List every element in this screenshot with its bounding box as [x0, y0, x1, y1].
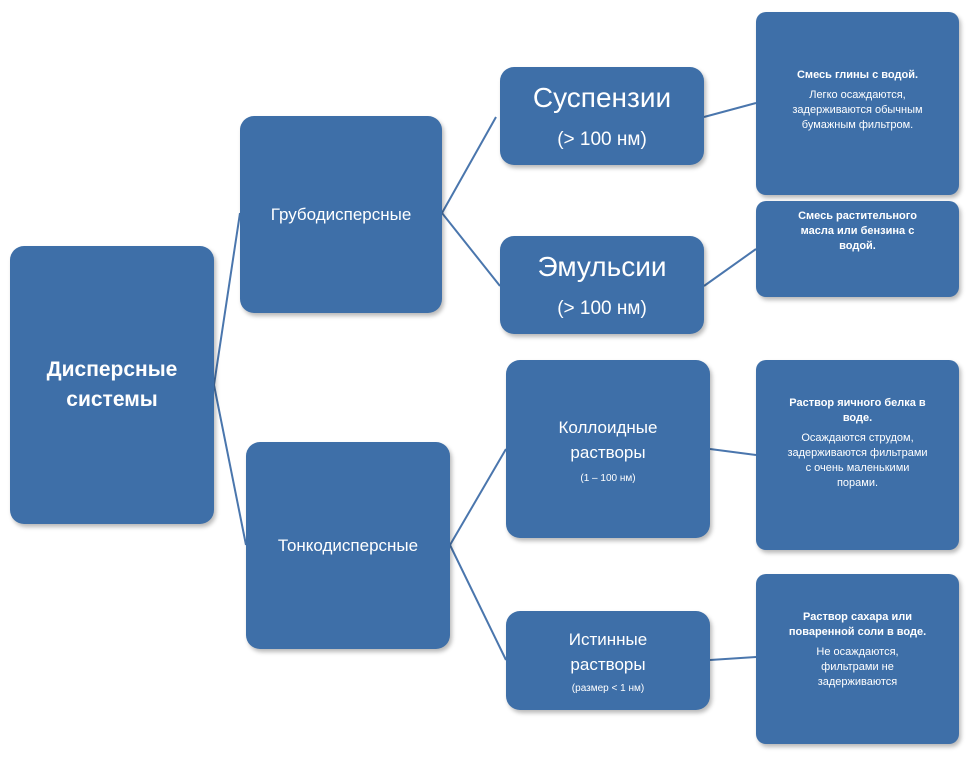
emulsions-node: Эмульсии (> 100 нм) [500, 236, 704, 334]
colloids-example: Раствор яичного белка в воде. [789, 397, 926, 424]
colloids-title: Коллоидные растворы [558, 417, 658, 462]
coarse-label: Грубодисперсные [270, 204, 412, 224]
suspensions-size: (> 100 нм) [557, 129, 647, 150]
true-solutions-node: Истинные растворы (размер < 1 нм) [506, 611, 710, 710]
colloids-desc-node: Раствор яичного белка в воде. Осаждаются… [756, 360, 959, 550]
connector-coarse-suspensions [441, 116, 497, 214]
fine-label: Тонкодисперсные [277, 535, 419, 555]
true-solutions-desc-node: Раствор сахара или поваренной соли в вод… [756, 574, 959, 744]
connector-colloids-desc [709, 448, 757, 456]
connector-root-coarse [213, 212, 241, 386]
connector-fine-colloids [449, 448, 507, 546]
suspensions-title: Суспензии [532, 82, 672, 113]
fine-node: Тонкодисперсные [246, 442, 450, 649]
suspensions-note: Легко осаждаются, задерживаются обычным … [792, 89, 923, 131]
colloids-node: Коллоидные растворы (1 – 100 нм) [506, 360, 710, 538]
connector-suspensions-desc [703, 102, 757, 118]
connector-root-fine [213, 384, 247, 546]
root-node: Дисперсные системы [10, 246, 214, 524]
true-solutions-title: Истинные растворы [568, 630, 648, 674]
connector-emulsions-desc [703, 248, 757, 287]
true-solutions-example: Раствор сахара или поваренной соли в вод… [788, 611, 927, 638]
emulsions-size: (> 100 нм) [557, 298, 647, 319]
coarse-node: Грубодисперсные [240, 116, 442, 313]
connector-true-desc [709, 656, 757, 661]
true-solutions-note: Не осаждаются, фильтрами не задерживаютс… [816, 646, 899, 688]
connector-fine-true [449, 544, 507, 661]
suspensions-desc-node: Смесь глины с водой. Легко осаждаются, з… [756, 12, 959, 195]
emulsions-title: Эмульсии [537, 251, 667, 282]
true-solutions-size: (размер < 1 нм) [571, 683, 645, 694]
suspensions-node: Суспензии (> 100 нм) [500, 67, 704, 165]
colloids-note: Осаждаются струдом, задерживаются фильтр… [787, 432, 928, 489]
emulsions-example: Смесь растительного масла или бензина с … [798, 210, 917, 252]
colloids-size: (1 – 100 нм) [580, 472, 636, 484]
connector-coarse-emulsions [441, 212, 501, 287]
root-label: Дисперсные системы [46, 358, 178, 411]
emulsions-desc-node: Смесь растительного масла или бензина с … [756, 201, 959, 297]
suspensions-example: Смесь глины с водой. [796, 69, 919, 81]
